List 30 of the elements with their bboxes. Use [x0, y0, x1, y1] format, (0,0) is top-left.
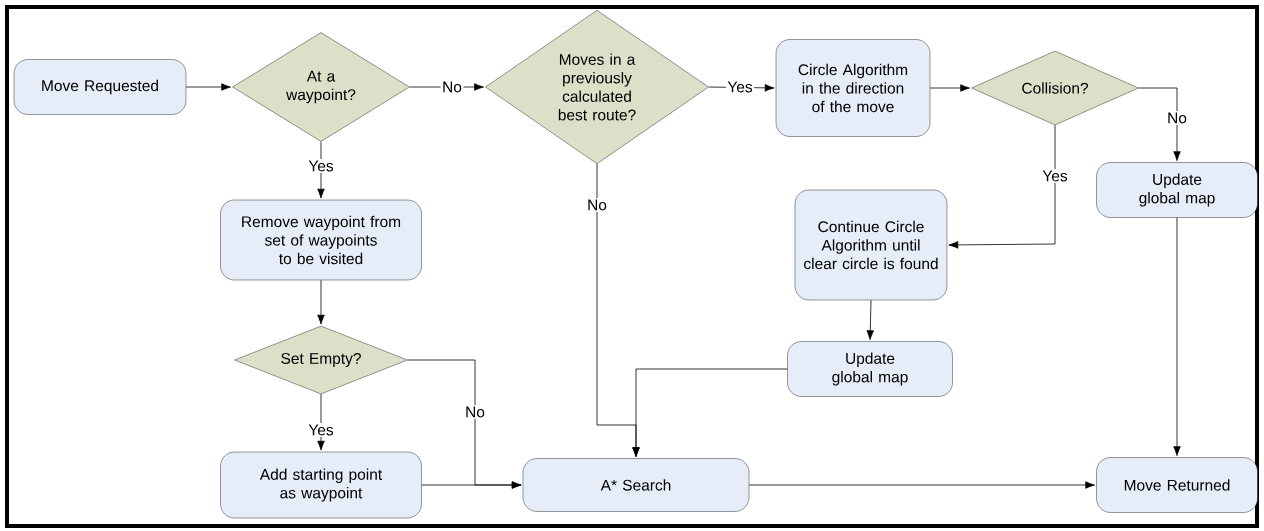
edge-label: No	[463, 405, 487, 419]
arrow	[866, 299, 874, 340]
process-box: Update global map	[1096, 162, 1258, 218]
arrow	[317, 141, 325, 199]
process-box: Remove waypoint from set of waypoints to be visited	[220, 199, 422, 281]
edge-label: Yes	[1040, 169, 1070, 183]
process-box: A* Search	[522, 458, 750, 512]
process-box: Circle Algorithm in the direction of the move	[775, 39, 931, 137]
edge-label: No	[585, 198, 609, 212]
edge-label: Yes	[725, 80, 755, 94]
process-box: Move Requested	[13, 59, 187, 115]
arrow	[409, 83, 484, 91]
arrow	[948, 124, 1056, 249]
arrow	[185, 83, 231, 91]
process-box: Continue Circle Algorithm until clear circle is found	[794, 189, 948, 301]
edge-label: Yes	[306, 159, 336, 173]
edge-label: No	[440, 80, 464, 94]
process-box: Update global map	[787, 341, 953, 397]
arrow	[1173, 217, 1181, 456]
arrow	[421, 481, 522, 489]
arrow	[929, 84, 970, 92]
arrow	[748, 481, 1095, 489]
process-box: Add starting point as waypoint	[220, 451, 422, 519]
arrow	[1138, 87, 1181, 161]
process-box: Move Returned	[1096, 457, 1258, 513]
edge-label: Yes	[306, 423, 336, 437]
arrow	[632, 368, 788, 457]
edge-label: No	[1165, 111, 1189, 125]
arrow	[317, 279, 325, 325]
arrow	[317, 393, 325, 451]
